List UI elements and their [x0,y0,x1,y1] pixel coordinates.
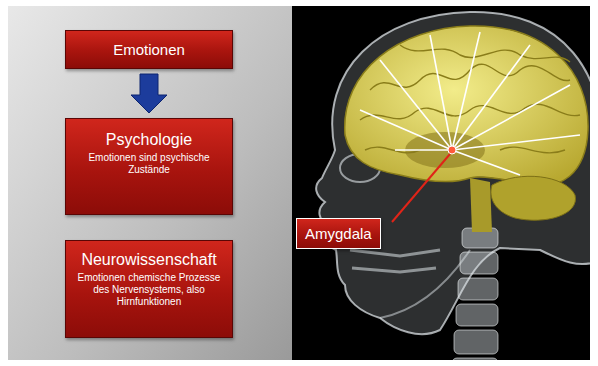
radiating-lines [360,32,580,175]
spine [452,228,498,360]
brain [345,26,588,186]
callout-label: Amygdala [296,218,381,249]
arrow-shape [131,74,167,113]
category-box: NeurowissenschaftEmotionen chemische Pro… [65,240,233,338]
box-heading: Psychologie [72,131,226,149]
title-box: Emotionen [65,30,233,69]
cerebellum [491,176,576,220]
box-heading: Amygdala [305,225,372,242]
leader-line [392,154,450,222]
brain-stem [470,178,492,232]
teeth [350,250,440,272]
block-arrow [131,74,167,113]
box-heading: Emotionen [72,41,226,58]
category-box: PsychologieEmotionen sind psychische Zus… [65,118,233,215]
box-body: Emotionen sind psychische Zustände [72,152,226,176]
left-panel [8,6,292,360]
box-body: Emotionen chemische Prozesse des Nervens… [72,272,226,308]
amygdala-point [448,146,456,154]
skull-outline [316,12,590,334]
box-heading: Neurowissenschaft [72,251,226,269]
